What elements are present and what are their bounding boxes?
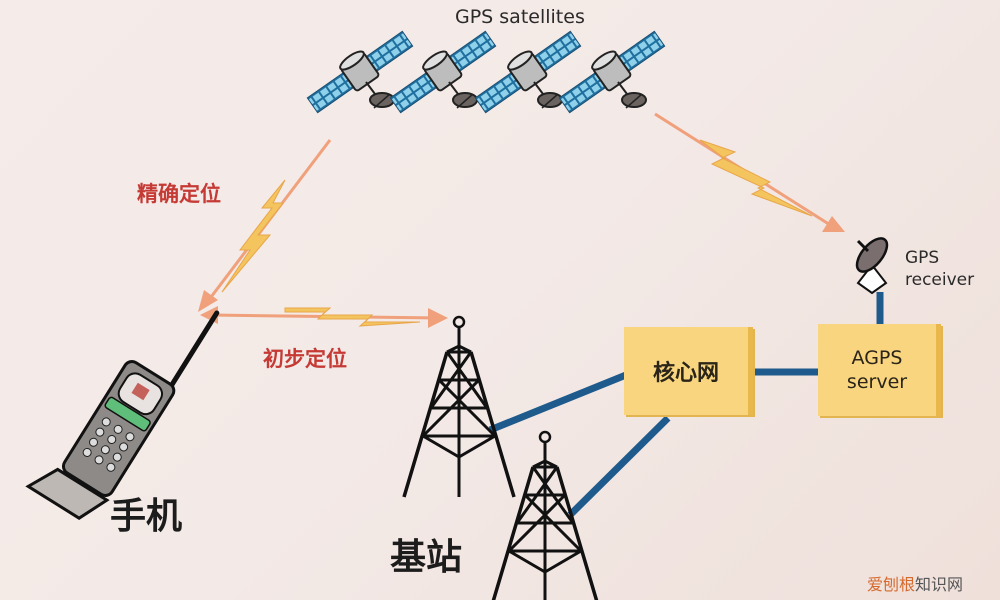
phone-label: 手机: [110, 496, 183, 537]
watermark-part1: 爱刨根: [867, 575, 916, 594]
gps-receiver-label: GPS receiver: [905, 248, 975, 290]
satellites-label: GPS satellites: [455, 6, 585, 28]
signal-initial-arrow: [200, 306, 448, 328]
satellite-icon: [300, 22, 669, 118]
precise-positioning-label: 精确定位: [137, 182, 221, 206]
watermark: 爱刨根知识网: [867, 571, 963, 595]
wired-links: [488, 292, 884, 518]
agps-server-node: AGPS server: [818, 324, 941, 416]
signal-precise-arrow: [198, 139, 332, 312]
mobile-phone-icon: [25, 310, 220, 520]
watermark-part2: 知识网: [915, 575, 964, 594]
agps-server-label: AGPS server: [846, 347, 908, 393]
core-network-node: 核心网: [624, 327, 753, 415]
initial-positioning-label: 初步定位: [263, 347, 347, 371]
core-network-label: 核心网: [652, 361, 719, 386]
satellite-dish-icon: [855, 237, 889, 295]
signal-receiver-arrow: [654, 112, 845, 232]
base-station-label: 基站: [390, 537, 463, 578]
